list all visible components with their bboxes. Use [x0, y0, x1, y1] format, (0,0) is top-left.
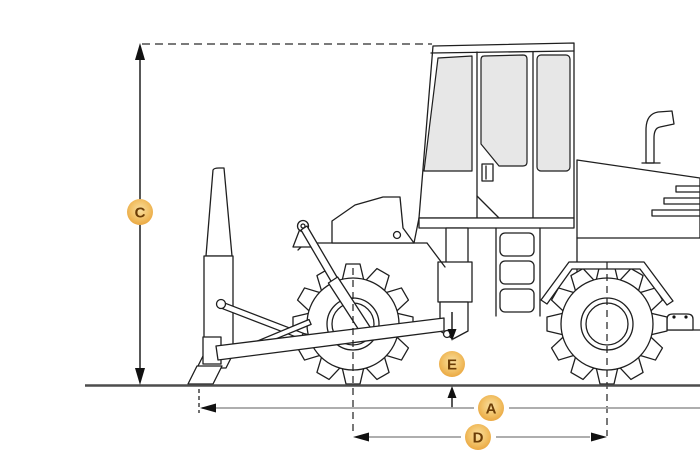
engine-hood	[576, 110, 700, 297]
hood-louver	[663, 197, 700, 205]
front-hood	[331, 196, 415, 244]
arrow-up-icon	[135, 43, 145, 60]
dimension-badge-d: D	[465, 424, 491, 450]
arrow-left-icon	[353, 432, 369, 442]
cab-rear-window	[536, 54, 571, 172]
dimension-badge-e: E	[439, 351, 465, 377]
exhaust-stack	[645, 110, 675, 164]
dimension-e	[447, 312, 457, 408]
arrow-down-icon	[447, 329, 457, 341]
hood-louver	[675, 185, 700, 193]
door-handle	[481, 163, 494, 182]
dimension-d	[353, 432, 607, 442]
dimension-badge-a: A	[478, 395, 504, 421]
access-ladder	[495, 227, 541, 317]
articulation-joint	[437, 227, 473, 340]
cab	[418, 42, 575, 219]
cab-front-window	[423, 55, 473, 172]
blade-cutting-edge	[187, 365, 223, 385]
arrow-left-icon	[200, 403, 216, 413]
blade-linkage	[215, 219, 445, 361]
dimension-a	[198, 389, 700, 413]
machine-illustration	[187, 42, 700, 436]
cab-door-window	[480, 54, 528, 167]
badge-label-e: E	[447, 357, 457, 374]
badge-label-d: D	[473, 430, 484, 447]
arrow-down-icon	[135, 368, 145, 385]
push-beam	[215, 317, 445, 361]
badge-label-a: A	[486, 401, 497, 418]
arrow-right-icon	[591, 432, 607, 442]
arrow-up-icon	[447, 386, 457, 398]
rear-fender	[540, 261, 674, 306]
cab-platform	[418, 217, 575, 229]
dimension-badge-c: C	[127, 199, 153, 225]
front-frame	[297, 196, 446, 268]
badge-label-c: C	[135, 205, 146, 222]
hood-louver	[651, 209, 700, 217]
blade-mast	[205, 167, 233, 257]
